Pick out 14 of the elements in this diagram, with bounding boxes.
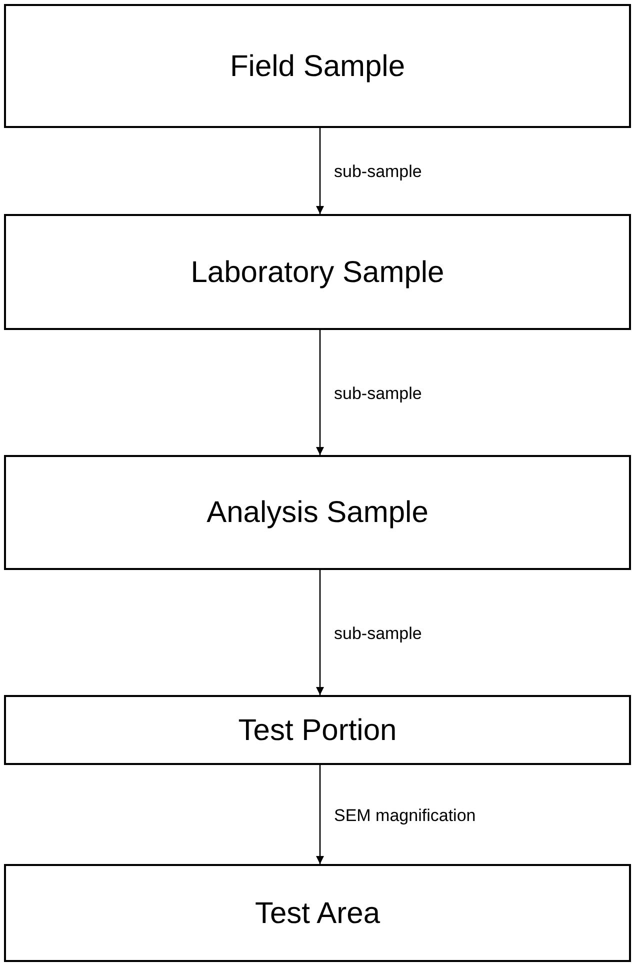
process-box — [4, 4, 631, 128]
arrow — [316, 765, 324, 864]
box-label: Laboratory Sample — [190, 254, 444, 290]
arrow — [316, 128, 324, 214]
arrow — [316, 330, 324, 455]
process-box — [4, 214, 631, 330]
box-label: Field Sample — [230, 48, 406, 84]
process-box — [4, 864, 631, 962]
process-box — [4, 695, 631, 765]
arrow — [316, 570, 324, 695]
box-label: Test Portion — [238, 712, 397, 748]
process-box — [4, 455, 631, 570]
box-label: Analysis Sample — [206, 495, 428, 531]
box-label: Test Area — [254, 896, 380, 932]
